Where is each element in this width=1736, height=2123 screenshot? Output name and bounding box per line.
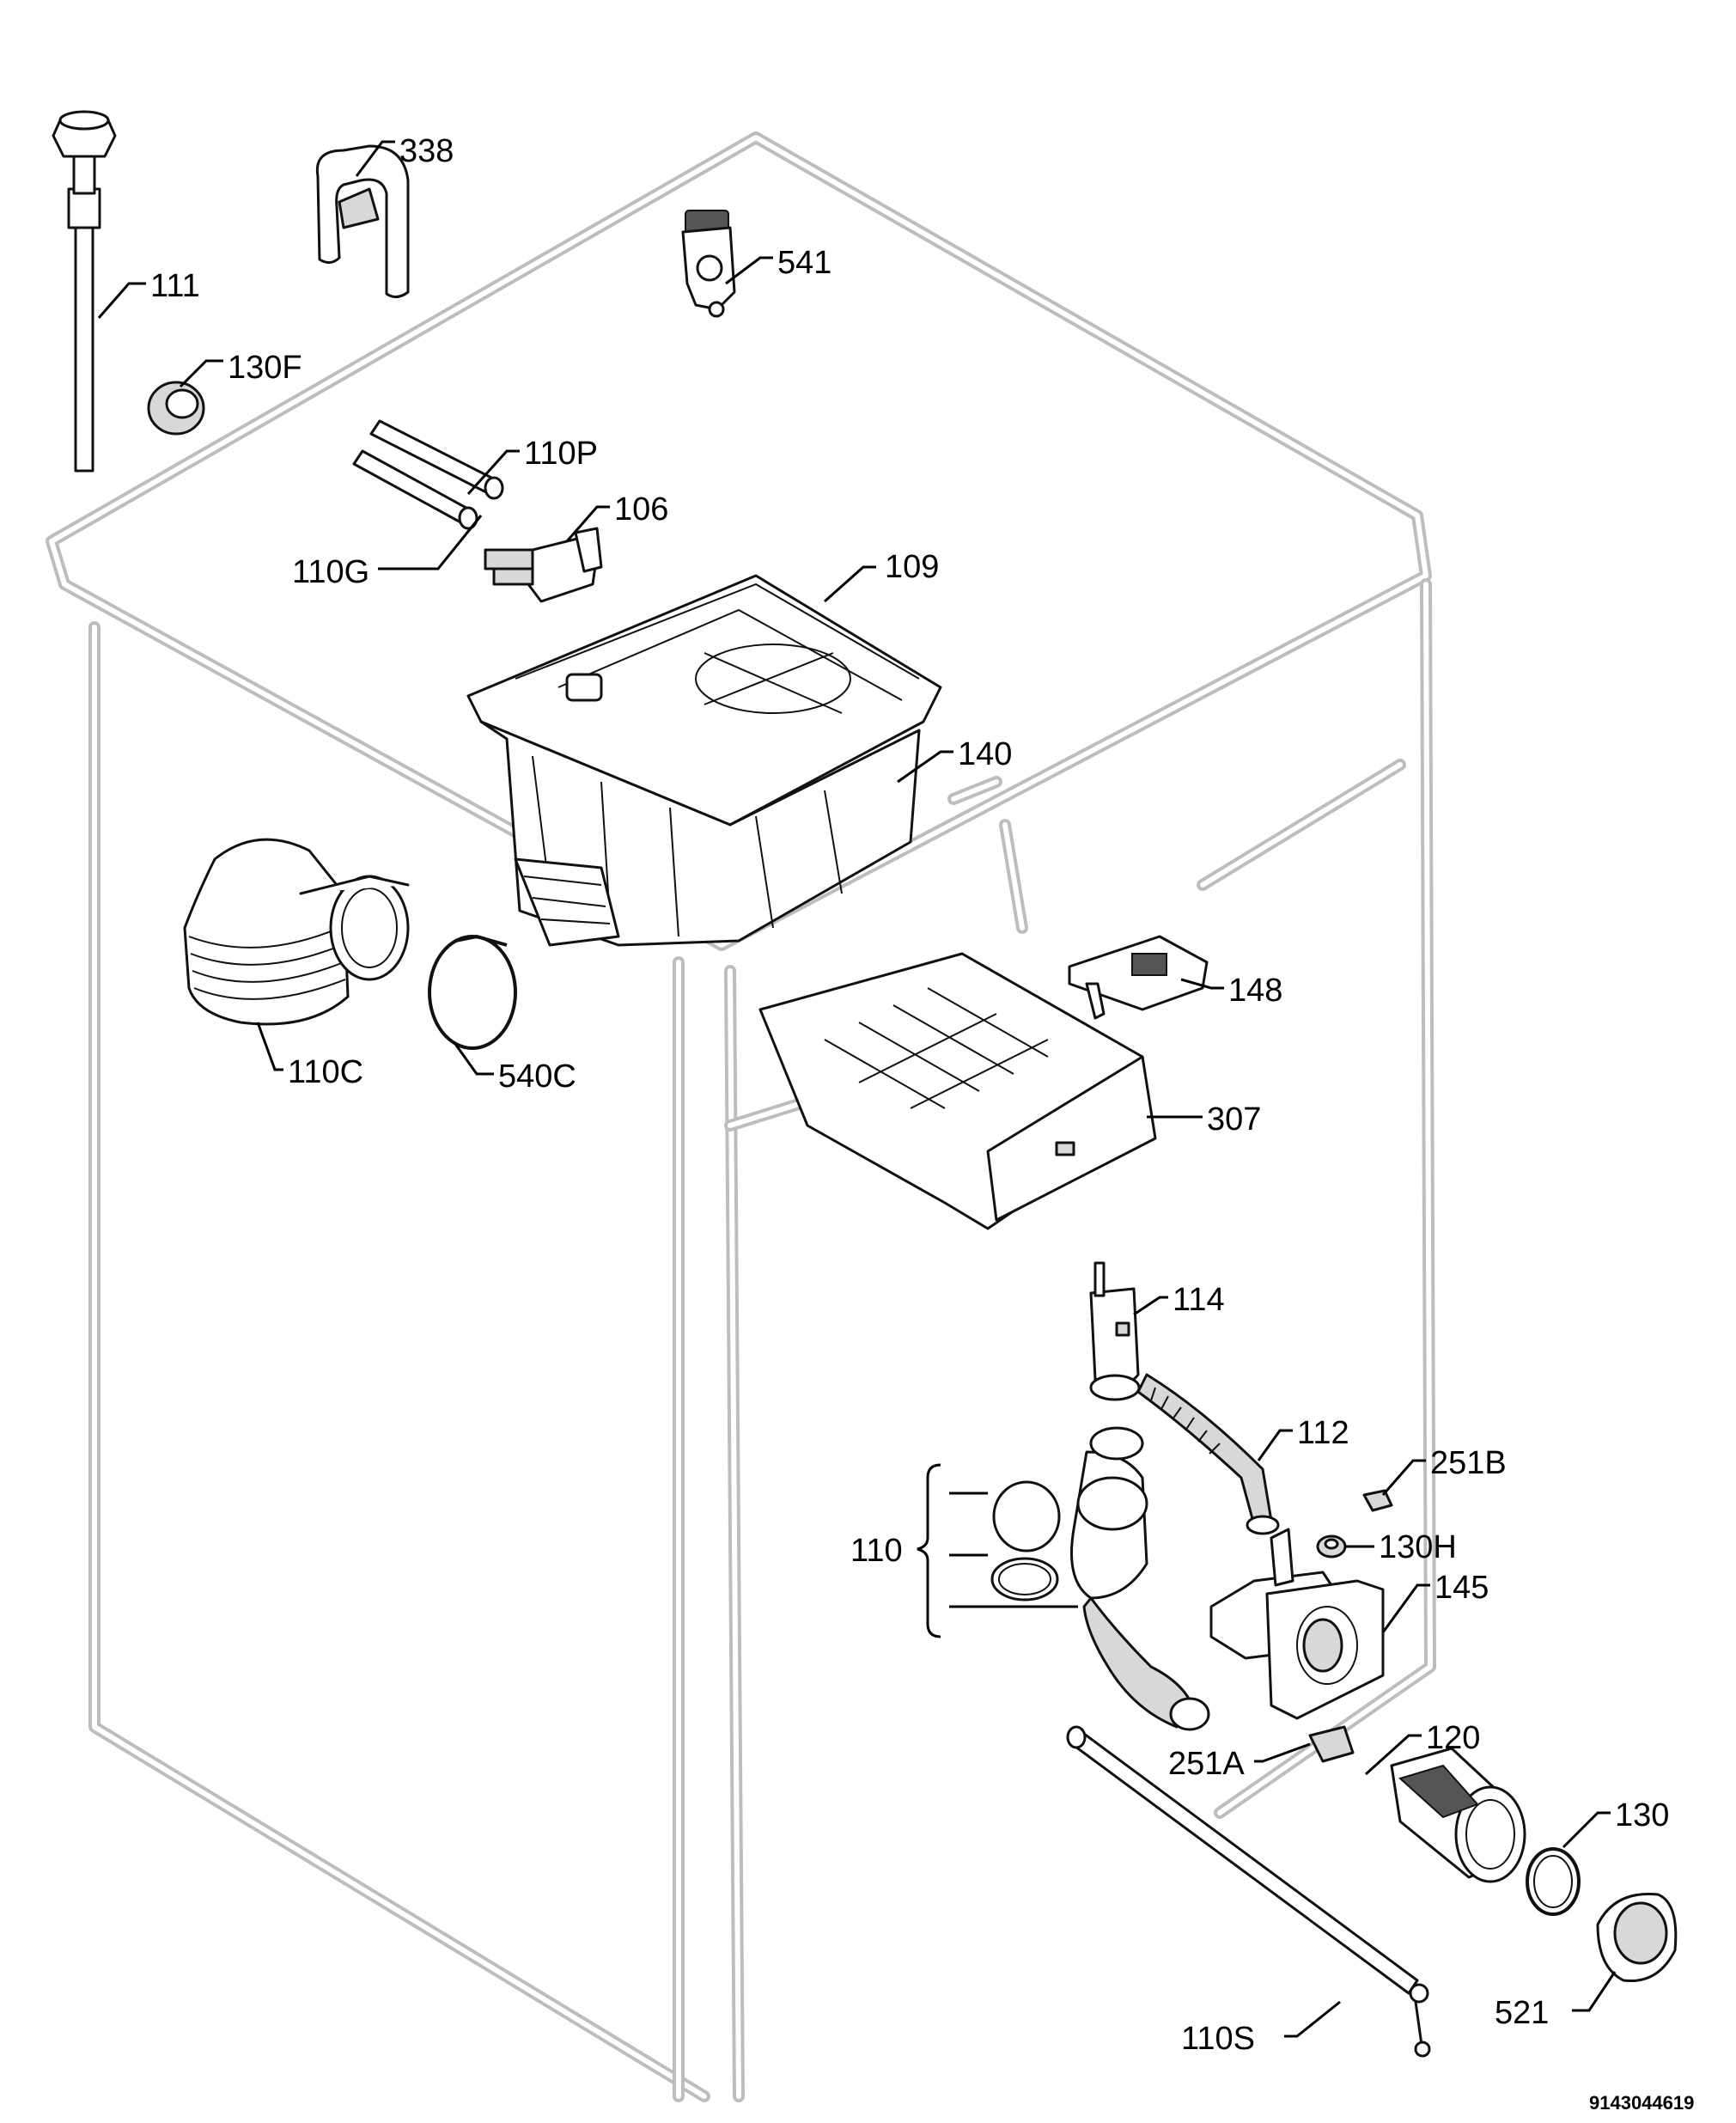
air-chamber-114 xyxy=(1089,1261,1141,1401)
tubes-110P-110G xyxy=(352,419,504,530)
bracket-541 xyxy=(681,210,736,318)
inlet-hose-111 xyxy=(52,110,117,473)
label-109: 109 xyxy=(885,549,939,585)
label-120: 120 xyxy=(1426,1720,1480,1756)
label-521: 521 xyxy=(1495,1995,1549,2031)
seal-ring-130 xyxy=(1526,1847,1581,1916)
label-114: 114 xyxy=(1173,1282,1225,1318)
part-labels: 338 541 111 130F 110P 106 110G 109 140 1… xyxy=(150,133,1694,2114)
pump-body-145 xyxy=(1209,1528,1385,1720)
dispenser-housing-140 xyxy=(479,720,921,947)
label-111: 111 xyxy=(150,268,200,304)
label-110G: 110G xyxy=(292,554,369,590)
clip-251A xyxy=(1308,1725,1355,1763)
label-540C: 540C xyxy=(498,1058,576,1095)
clamp-540C xyxy=(428,934,517,1050)
label-338: 338 xyxy=(399,133,454,169)
detergent-drawer-307 xyxy=(758,952,1157,1230)
label-251B: 251B xyxy=(1430,1445,1507,1481)
ring-nut-130F xyxy=(147,381,205,436)
lever-148 xyxy=(1068,935,1209,1020)
label-148: 148 xyxy=(1228,973,1282,1009)
label-110S: 110S xyxy=(1181,2021,1255,2057)
label-130: 130 xyxy=(1615,1797,1669,1833)
cabinet-outline xyxy=(46,131,1436,2102)
label-130H: 130H xyxy=(1379,1529,1457,1565)
label-106: 106 xyxy=(614,491,668,528)
label-110P: 110P xyxy=(524,436,598,472)
drain-hose-112 xyxy=(1136,1373,1280,1535)
grommet-130H xyxy=(1316,1534,1347,1559)
label-140: 140 xyxy=(958,736,1012,772)
hose-guide-338 xyxy=(315,144,410,298)
filter-cap-521 xyxy=(1596,1892,1678,1983)
clip-251B xyxy=(1362,1489,1393,1512)
reference-code: 9143044619 xyxy=(1589,2092,1694,2114)
label-541: 541 xyxy=(777,245,831,281)
label-110: 110 xyxy=(850,1533,903,1569)
filter-120 xyxy=(1390,1747,1526,1883)
bellows-110C xyxy=(183,838,410,1026)
pump-assembly-110 xyxy=(990,1426,1210,1731)
label-251A: 251A xyxy=(1168,1746,1245,1782)
label-307: 307 xyxy=(1207,1101,1261,1138)
valve-106 xyxy=(484,527,603,603)
drain-tube-110S xyxy=(1066,1725,1431,2058)
label-145: 145 xyxy=(1434,1570,1489,1606)
leader-lines xyxy=(97,140,1617,2038)
label-130F: 130F xyxy=(228,350,302,386)
label-110C: 110C xyxy=(288,1054,363,1090)
label-112: 112 xyxy=(1297,1415,1349,1451)
